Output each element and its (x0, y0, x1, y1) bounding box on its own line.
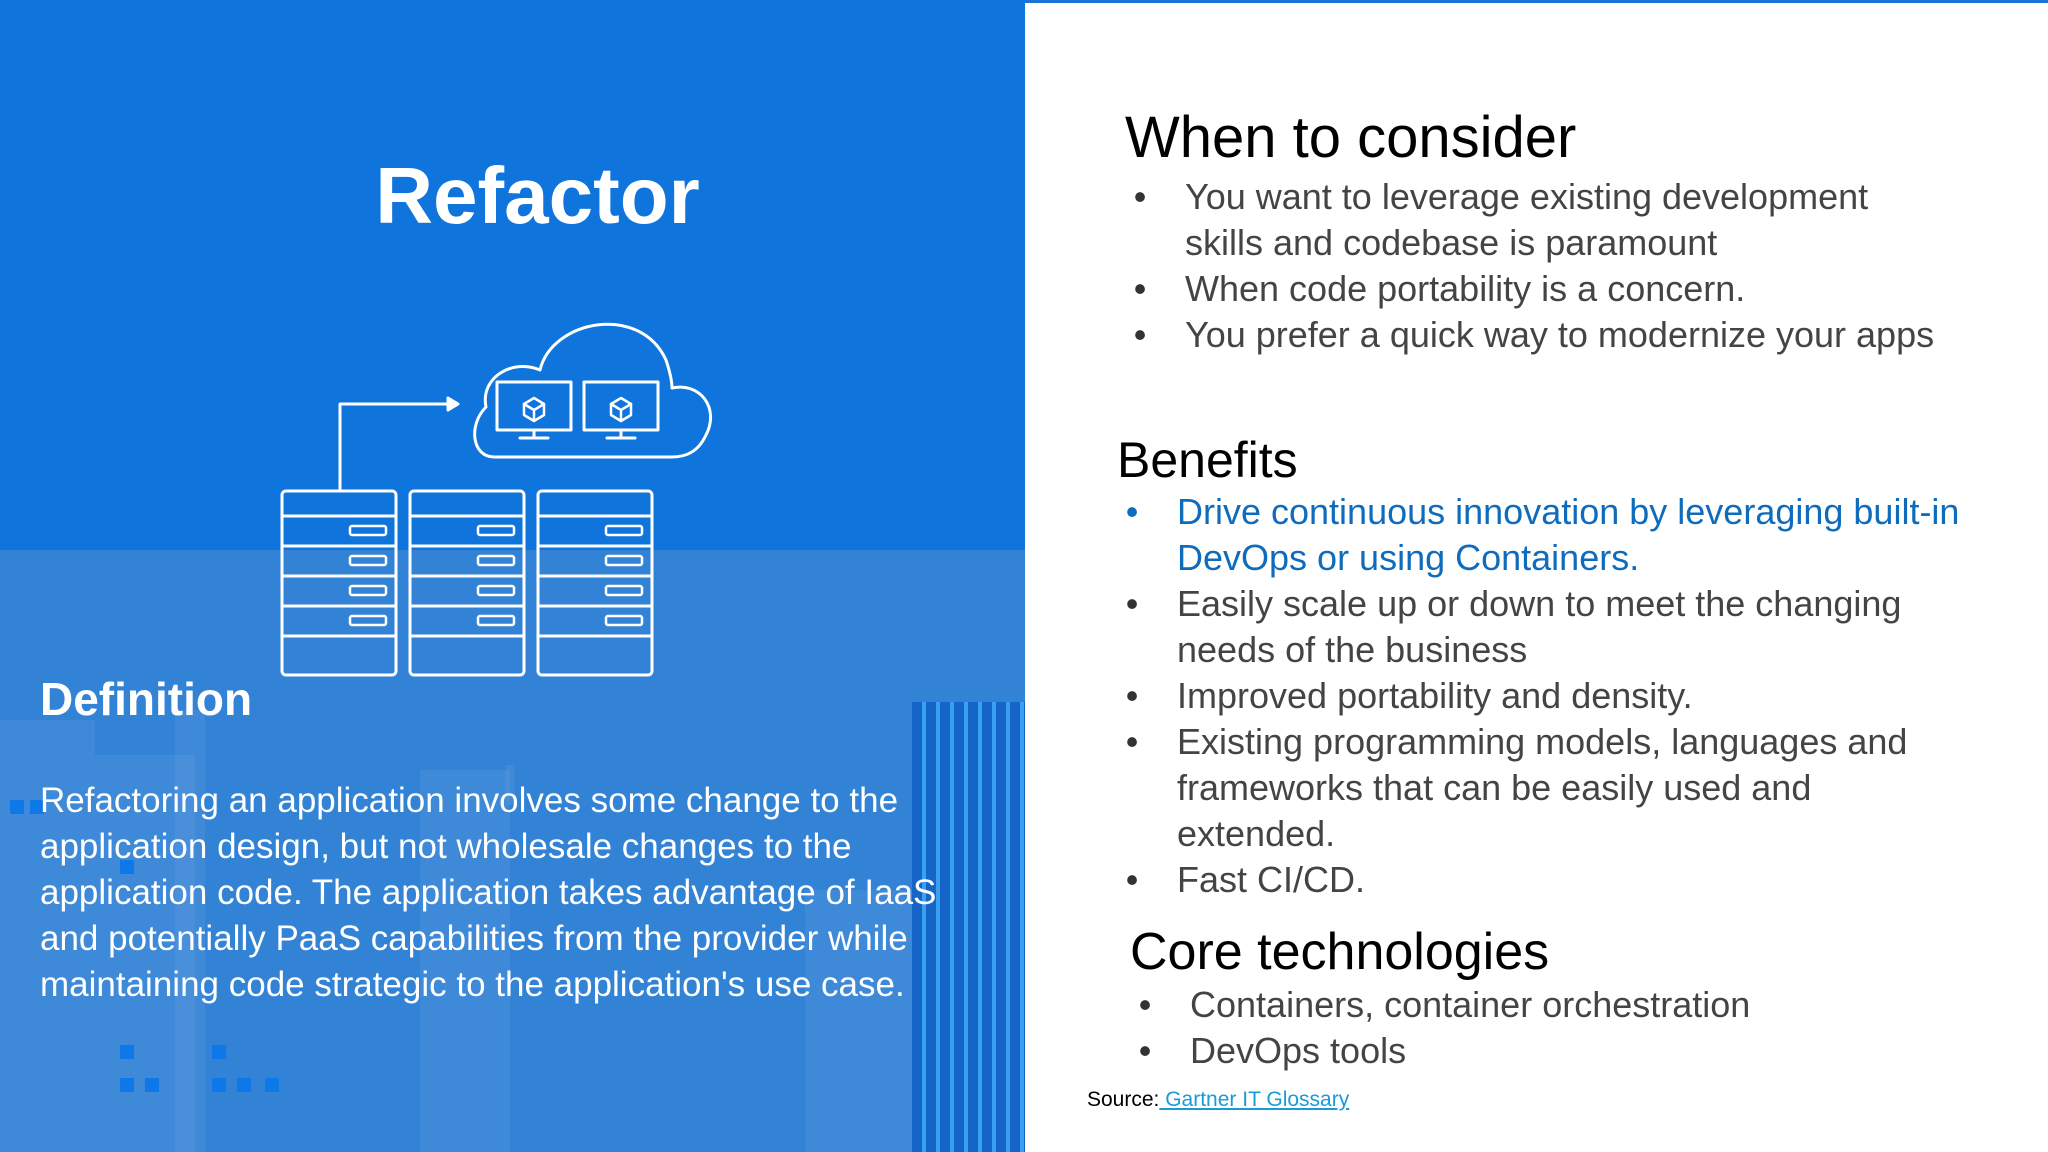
arrow-head-icon (446, 396, 460, 412)
source-link[interactable]: Gartner IT Glossary (1159, 1088, 1350, 1111)
list-item: •DevOps tools (1130, 1028, 1950, 1074)
arrow-icon (338, 402, 454, 493)
list-item: •You prefer a quick way to modernize you… (1125, 312, 1945, 358)
definition-text: Refactoring an application involves some… (40, 781, 937, 1004)
list-item: •You want to leverage existing developme… (1125, 174, 1945, 266)
benefits-heading: Benefits (1117, 432, 1298, 488)
skyline-building (175, 710, 205, 1152)
cloud-icon (473, 322, 713, 459)
benefits-list: •Drive continuous innovation by leveragi… (1117, 489, 1962, 903)
bullet-icon: • (1138, 984, 1152, 1025)
core-technologies-heading: Core technologies (1130, 923, 1550, 981)
skyline-building (420, 770, 510, 1152)
bullet-icon: • (1125, 721, 1139, 762)
server-rack-icon (280, 489, 398, 677)
definition-heading: Definition (40, 673, 253, 725)
skyline-tower (912, 702, 1025, 1152)
bullet-icon: • (1125, 859, 1139, 900)
bullet-icon: • (1125, 675, 1139, 716)
top-accent-line (1025, 0, 2048, 3)
list-item: •When code portability is a concern. (1125, 266, 1945, 312)
when-to-consider-heading: When to consider (1125, 105, 1577, 170)
window-square (120, 1045, 134, 1059)
window-square (120, 860, 134, 874)
server-rack-icon (536, 489, 654, 677)
list-item: •Easily scale up or down to meet the cha… (1117, 581, 1962, 673)
left-lower-background (0, 550, 1025, 1152)
refactor-illustration (280, 322, 713, 677)
bullet-icon: • (1133, 314, 1147, 355)
monitor-icon (495, 380, 573, 440)
window-square (212, 1045, 226, 1059)
when-to-consider-list: •You want to leverage existing developme… (1125, 174, 1945, 358)
window-square (212, 1078, 226, 1092)
left-panel: Refactor (0, 0, 1025, 1152)
list-item: •Existing programming models, languages … (1117, 719, 1962, 857)
skyline-antenna (505, 765, 515, 805)
skyline-building (805, 890, 915, 1152)
list-item: •Improved portability and density. (1117, 673, 1962, 719)
window-square (10, 800, 24, 814)
bullet-icon: • (1125, 583, 1139, 624)
window-square (265, 1078, 279, 1092)
monitor-icon (582, 380, 660, 440)
list-item-highlighted: •Drive continuous innovation by leveragi… (1117, 489, 1962, 581)
window-square (237, 1078, 251, 1092)
list-item: •Fast CI/CD. (1117, 857, 1962, 903)
list-item: •Containers, container orchestration (1130, 982, 1950, 1028)
skyline-building (0, 720, 95, 1152)
bullet-icon: • (1125, 491, 1139, 532)
server-rack-icon (408, 489, 526, 677)
bullet-icon: • (1138, 1030, 1152, 1071)
window-square (120, 1078, 134, 1092)
bullet-icon: • (1133, 176, 1147, 217)
source-citation: Source: Gartner IT Glossary (1087, 1088, 1349, 1112)
source-label: Source: (1087, 1088, 1160, 1111)
bullet-icon: • (1133, 268, 1147, 309)
core-technologies-list: •Containers, container orchestration •De… (1130, 982, 1950, 1074)
page-title: Refactor (375, 151, 700, 240)
window-square (145, 1078, 159, 1092)
window-square (30, 800, 44, 814)
